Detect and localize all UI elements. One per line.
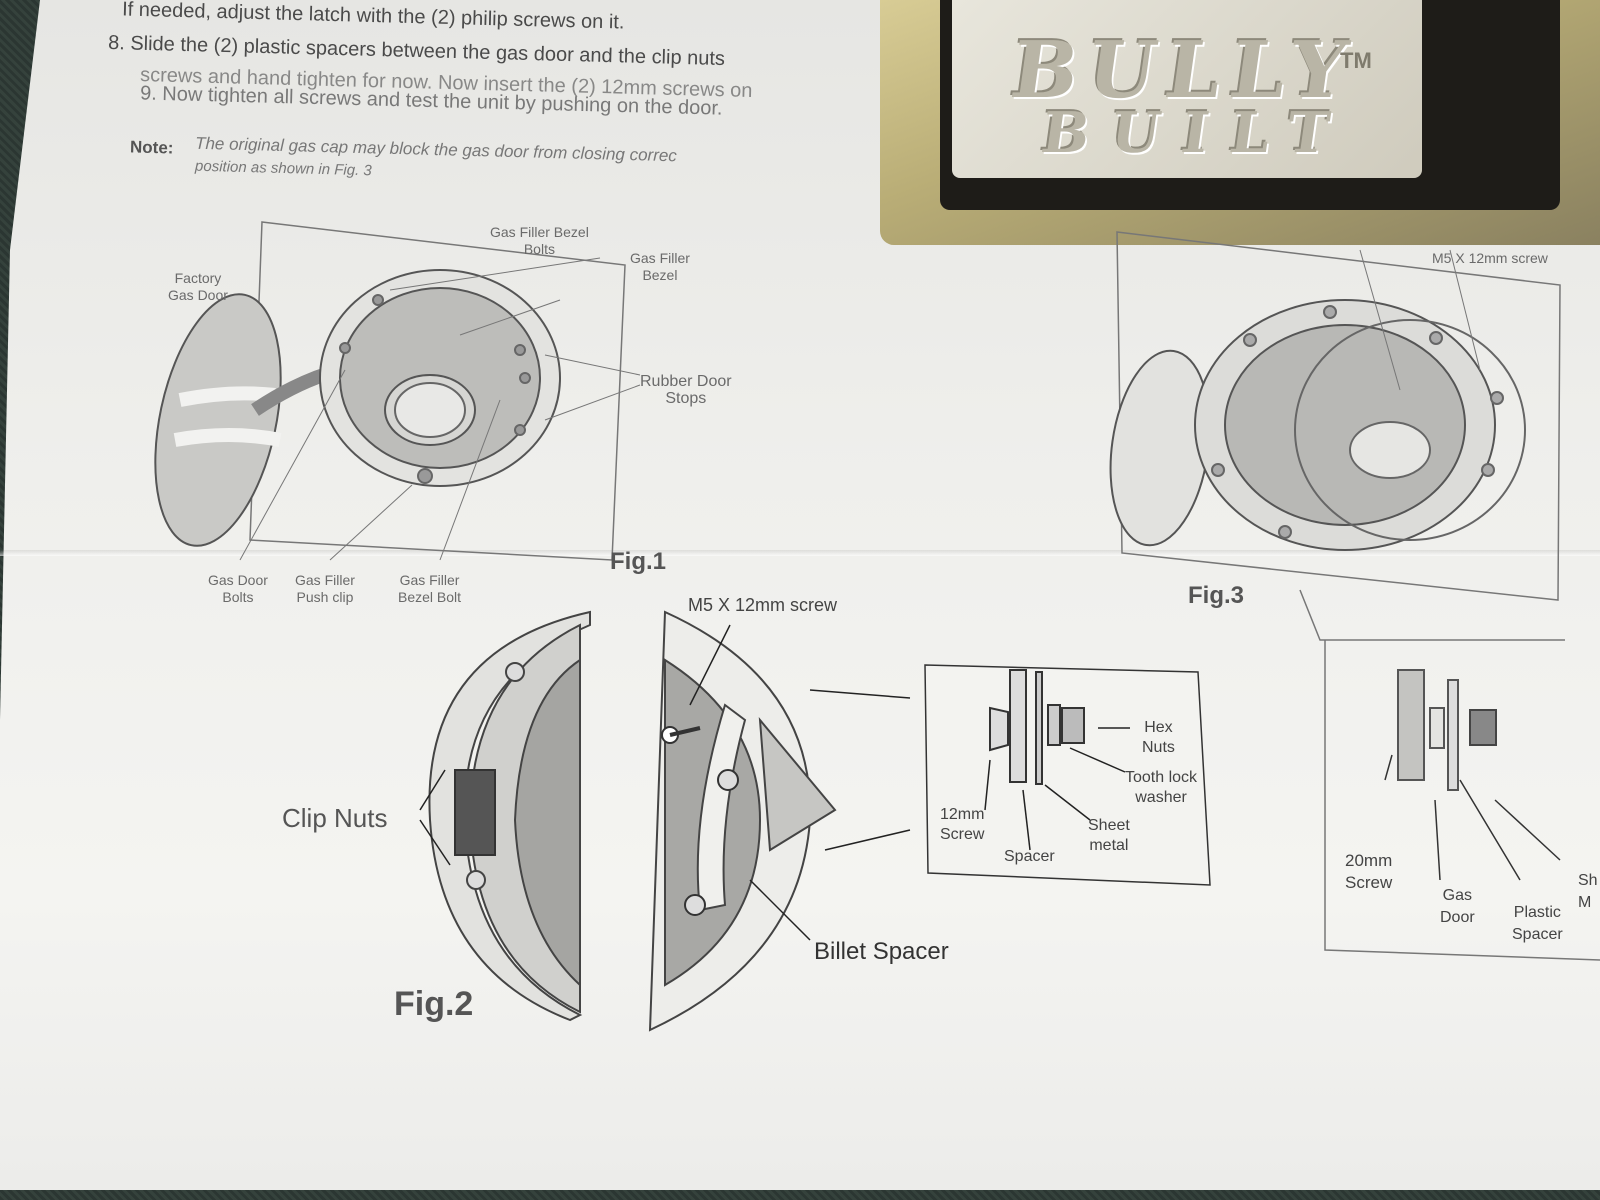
plate-frame: BULLY BUILT TM: [940, 0, 1560, 210]
fig3-title: Fig.3: [1188, 582, 1245, 609]
label-push-clip: Gas Filler Push clip: [295, 572, 355, 605]
plate-face: BULLY BUILT TM: [952, 0, 1422, 178]
label-tooth-lock-washer: Tooth lock washer: [1125, 769, 1198, 806]
label-fig3-m5-screw: M5 X 12mm screw: [1432, 250, 1548, 266]
label-sheet-metal: Sheet metal: [1088, 817, 1130, 854]
label-gas-door-bolts: Gas Door Bolts: [208, 572, 268, 605]
label-plastic-spacer: Plastic Spacer: [1512, 904, 1563, 943]
fig2-drawing: [419, 610, 1561, 1032]
bully-built-plate: BULLY BUILT TM: [880, 0, 1600, 245]
label-m5-screw: M5 X 12mm screw: [688, 595, 838, 615]
paper-fold: [0, 550, 1600, 556]
label-billet-spacer: Billet Spacer: [814, 938, 949, 965]
fig2-title: Fig.2: [394, 985, 474, 1023]
label-gas-door: Gas Door: [1440, 887, 1475, 926]
label-factory-gas-door: Factory Gas Door: [168, 270, 228, 303]
fig1-title: Fig.1: [610, 548, 667, 575]
label-filler-bezel: Gas Filler Bezel: [630, 250, 690, 283]
fig3-drawing: [1109, 231, 1600, 961]
trademark-mark: TM: [1340, 48, 1372, 73]
label-bezel-bolt: Gas Filler Bezel Bolt: [398, 572, 462, 605]
label-clip-nuts: Clip Nuts: [282, 803, 388, 833]
label-12mm-screw: 12mm Screw: [940, 806, 985, 843]
label-bezel-bolts: Gas Filler Bezel Bolts: [490, 224, 589, 257]
fig1-drawing: [154, 221, 641, 561]
label-hex-nuts: Hex Nuts: [1142, 719, 1175, 756]
label-spacer: Spacer: [1004, 848, 1055, 865]
label-rubber-door-stops: Rubber Door Stops: [640, 373, 732, 407]
label-20mm-screw: 20mm Screw: [1345, 851, 1393, 892]
label-sheet-metal-cut: Sh M: [1578, 872, 1598, 911]
